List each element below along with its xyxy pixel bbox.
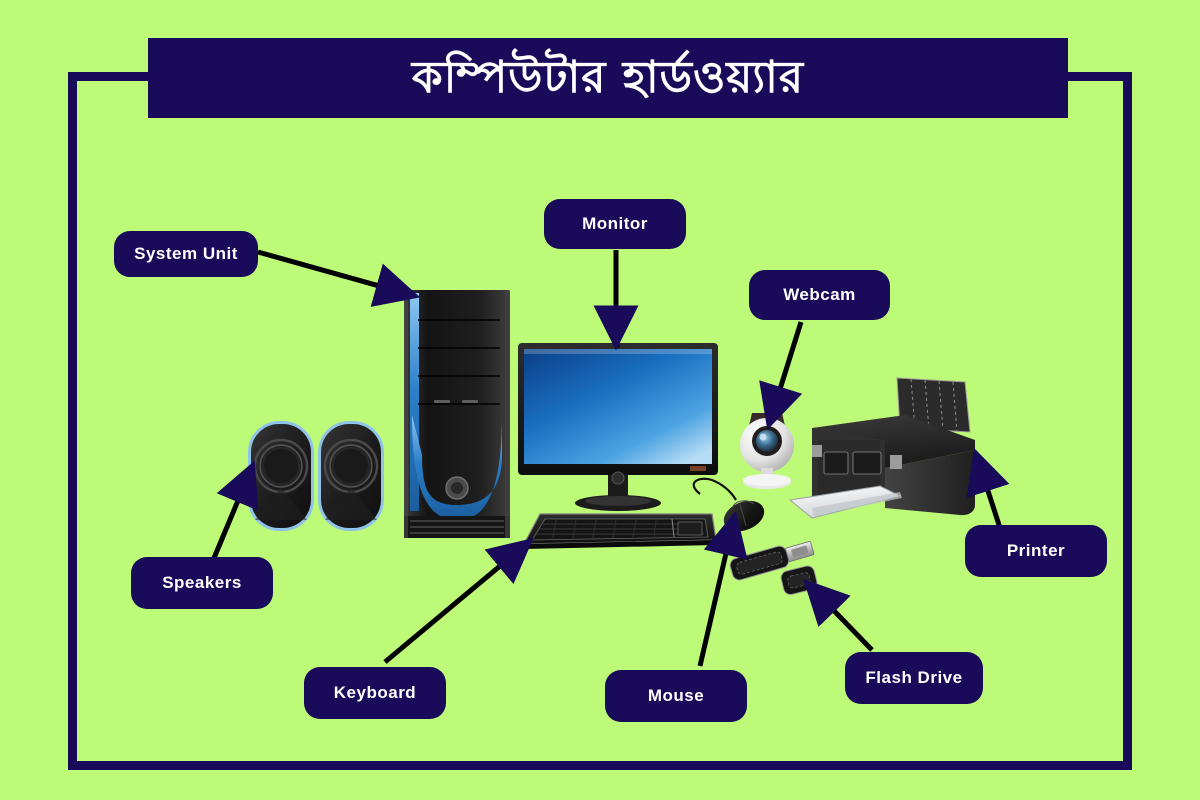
label-keyboard-text: Keyboard (333, 683, 417, 702)
label-webcam-text: Webcam (783, 285, 856, 304)
label-monitor-text: Monitor (582, 214, 648, 233)
label-flash-drive-text: Flash Drive (865, 668, 963, 687)
page-title: কম্পিউটার হার্ডওয়্যার (411, 52, 805, 103)
webcam-illustration (740, 413, 794, 489)
keyboard-illustration (522, 513, 717, 549)
monitor-illustration (518, 343, 718, 511)
label-mouse[interactable]: Mouse (605, 670, 747, 722)
label-webcam[interactable]: Webcam (749, 270, 890, 320)
label-flash-drive[interactable]: Flash Drive (845, 652, 983, 704)
system-unit-illustration (404, 290, 510, 538)
label-printer-text: Printer (1006, 541, 1066, 560)
label-system-unit-text: System Unit (134, 244, 238, 263)
label-monitor[interactable]: Monitor (544, 199, 686, 249)
title-banner: কম্পিউটার হার্ডওয়্যার (148, 38, 1068, 118)
label-speakers-text: Speakers (162, 573, 242, 592)
label-speakers[interactable]: Speakers (131, 557, 273, 609)
flash-drive-illustration (729, 541, 818, 596)
label-printer[interactable]: Printer (965, 525, 1107, 577)
label-system-unit[interactable]: System Unit (114, 231, 258, 277)
label-keyboard[interactable]: Keyboard (304, 667, 446, 719)
label-mouse-text: Mouse (647, 686, 705, 705)
printer-illustration (788, 377, 975, 519)
speakers-illustration (248, 421, 384, 531)
